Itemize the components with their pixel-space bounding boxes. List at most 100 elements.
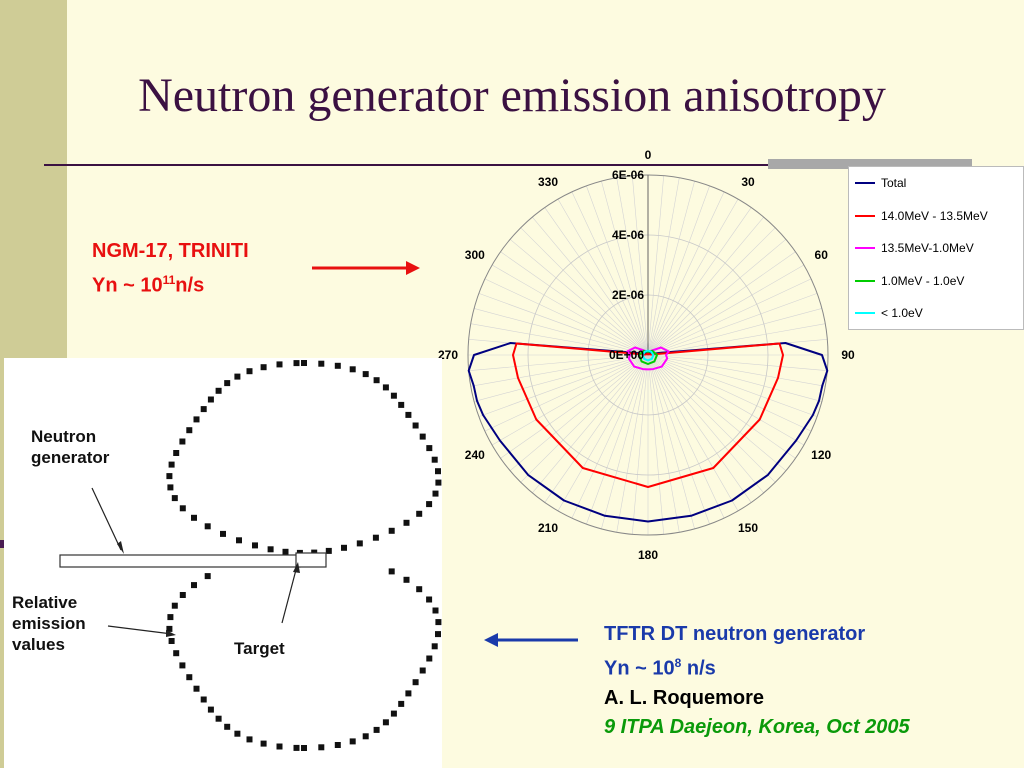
- legend-swatch: [855, 214, 875, 217]
- emission-point: [373, 377, 380, 384]
- grid-spoke: [647, 354, 776, 483]
- emission-point: [318, 744, 325, 751]
- radial-tick-label: 6E-06: [612, 168, 644, 182]
- emission-point: [412, 679, 419, 686]
- grid-spoke: [647, 278, 812, 356]
- grid-spoke: [586, 354, 649, 525]
- emission-point: [200, 406, 207, 413]
- grid-spoke: [647, 354, 826, 387]
- grid-spoke: [586, 185, 649, 356]
- ngm-yield-unit: n/s: [175, 274, 205, 297]
- grid-spoke: [532, 216, 649, 356]
- inset-label-relative: Relative emission values: [12, 593, 86, 654]
- tftr-yield-exp: 8: [674, 656, 682, 670]
- emission-point: [173, 450, 180, 456]
- emission-point: [204, 523, 211, 530]
- grid-spoke: [632, 175, 649, 356]
- emission-point: [356, 540, 363, 547]
- emission-point: [166, 473, 173, 480]
- title-rule: [44, 164, 844, 166]
- legend-swatch: [855, 279, 875, 282]
- emission-point: [276, 743, 283, 750]
- grid-spoke: [647, 354, 710, 525]
- angle-tick-label: 300: [465, 248, 485, 262]
- emission-point: [431, 456, 438, 463]
- grid-spoke: [616, 354, 649, 533]
- emission-point: [224, 380, 231, 387]
- legend-label: 14.0MeV - 13.5MeV: [881, 208, 988, 223]
- emission-point: [362, 371, 369, 378]
- emission-point: [293, 360, 300, 367]
- title-rule-accent: [768, 159, 972, 169]
- grid-spoke: [509, 354, 649, 471]
- emission-point: [373, 726, 380, 733]
- emission-point: [260, 364, 267, 371]
- tftr-yield-prefix: Yn ~ 10: [604, 657, 675, 680]
- legend-label: 13.5MeV-1.0MeV: [881, 241, 974, 255]
- slide-title: Neutron generator emission anisotropy: [138, 69, 886, 122]
- emission-point: [301, 745, 307, 751]
- emission-point: [224, 723, 231, 730]
- angle-tick-label: 270: [438, 348, 458, 362]
- angle-tick-label: 30: [741, 175, 755, 189]
- emission-point: [171, 602, 178, 609]
- radial-tick-label: 2E-06: [612, 288, 644, 302]
- grid-spoke: [647, 354, 818, 417]
- grid-spoke: [647, 354, 828, 371]
- emission-point: [362, 733, 369, 740]
- chart-legend: Total 14.0MeV - 13.5MeV 13.5MeV-1.0MeV 1.0M…: [848, 166, 1024, 330]
- legend-item: 14.0MeV - 13.5MeV: [855, 209, 988, 223]
- inset-label-target: Target: [234, 639, 285, 658]
- tftr-title: TFTR DT neutron generator: [604, 623, 866, 645]
- inset-figure: Neutron generator Relative emission valu…: [4, 358, 442, 768]
- emission-point: [416, 510, 423, 517]
- emission-point: [405, 690, 412, 697]
- ngm-yield: Yn ~ 1011n/s: [92, 266, 249, 301]
- grid-spoke: [500, 251, 649, 356]
- emission-point: [403, 576, 410, 583]
- ngm-yield-prefix: Yn ~ 10: [92, 274, 163, 297]
- emission-point: [398, 401, 405, 408]
- emission-point: [412, 422, 419, 429]
- inset-label-generator: Neutron generator: [31, 427, 110, 467]
- emission-point: [426, 655, 433, 662]
- legend-swatch: [855, 312, 875, 314]
- grid-spoke: [647, 354, 680, 533]
- polar-chart: 03060901201501802102402703003300E+002E-0…: [438, 150, 855, 560]
- grid-spoke: [647, 323, 826, 356]
- emission-point: [207, 706, 214, 713]
- grid-spoke: [647, 354, 764, 494]
- emission-point: [179, 662, 186, 669]
- emission-point: [426, 445, 433, 452]
- emission-point: [390, 710, 397, 717]
- emission-point: [293, 744, 300, 751]
- grid-spoke: [647, 308, 822, 356]
- grid-spoke: [647, 354, 805, 446]
- grid-spoke: [470, 354, 649, 387]
- emission-point: [403, 519, 410, 526]
- angle-tick-label: 0: [645, 150, 652, 162]
- grid-spoke: [478, 354, 649, 417]
- tftr-reference: 9 ITPA Daejeon, Korea, Oct 2005: [604, 715, 910, 738]
- grid-spoke: [647, 354, 752, 503]
- grid-spoke: [647, 251, 796, 356]
- legend-item: < 1.0eV: [855, 306, 923, 320]
- emission-point: [301, 360, 307, 366]
- polar-labels: 03060901201501802102402703003300E+002E-0…: [438, 150, 855, 560]
- emission-point: [419, 433, 426, 440]
- legend-label: 1.0MeV - 1.0eV: [881, 273, 965, 288]
- radial-tick-label: 4E-06: [612, 228, 644, 242]
- emission-point: [171, 495, 178, 502]
- legend-item: Total: [855, 176, 906, 190]
- grid-spoke: [647, 181, 695, 356]
- legend-label: < 1.0eV: [881, 306, 923, 320]
- emission-point: [405, 411, 412, 418]
- grid-spoke: [601, 354, 649, 529]
- emission-point: [325, 547, 332, 554]
- emission-point: [246, 368, 253, 375]
- emission-point: [426, 501, 433, 508]
- emission-point: [220, 530, 226, 537]
- inset-emission-points: [166, 360, 442, 751]
- grid-spoke: [484, 278, 649, 356]
- emission-point: [179, 438, 186, 445]
